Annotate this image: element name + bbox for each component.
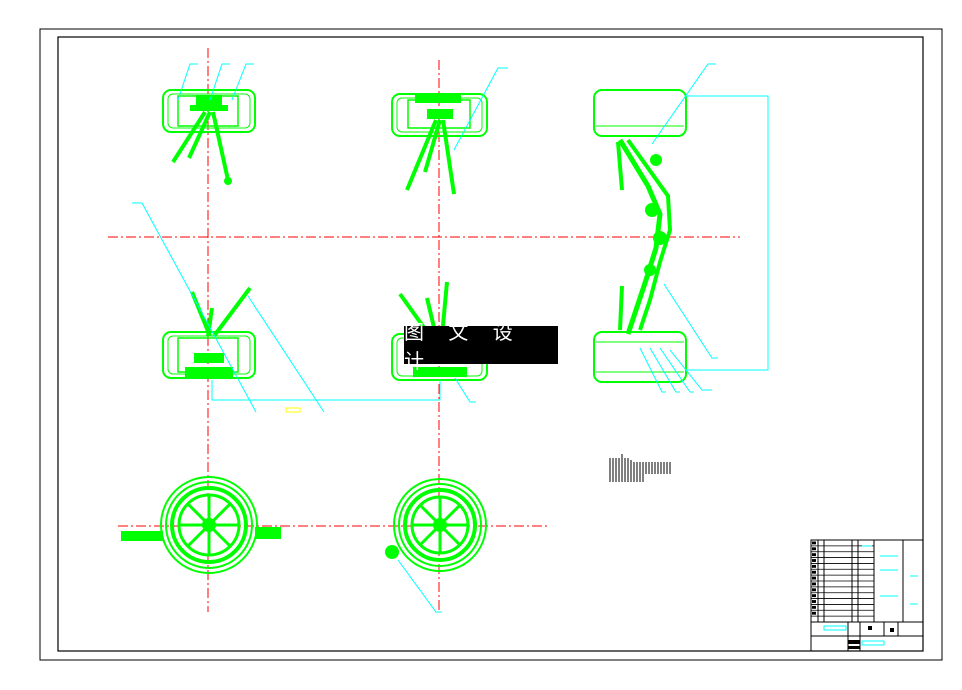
title-block-fills [848,626,894,649]
drawing-frame [57,36,924,652]
parts-list-row-mark [812,611,816,615]
note-tag [285,407,301,413]
parts-list-row-mark [812,547,816,551]
parts-list-row-mark [812,576,816,580]
parts-list-row-mark [812,588,816,592]
parts-list-row-mark [812,553,816,557]
parts-list-row-mark [812,605,816,609]
parts-list-row-mark [812,564,816,568]
parts-list-row-mark [812,559,816,562]
view-bottom-left [121,476,281,574]
title-block-marks [823,545,918,646]
watermark-banner: 图 文 设 计 [404,320,558,373]
technical-note-block [609,454,671,482]
leader-lines [132,63,769,613]
parts-list-row-mark [812,594,816,598]
view-top-mid [391,93,488,195]
parts-list-row-mark [812,570,816,574]
parts-list-row-mark [812,541,816,545]
sheet-border [39,28,943,661]
view-top-right [593,89,687,383]
parts-list-row-mark [812,582,816,586]
view-top-left [162,89,256,185]
title-block [810,539,924,652]
parts-list-rows [811,541,874,617]
parts-list-row-mark [812,600,816,603]
view-bottom-mid [385,478,487,572]
view-mid-left [162,286,256,379]
